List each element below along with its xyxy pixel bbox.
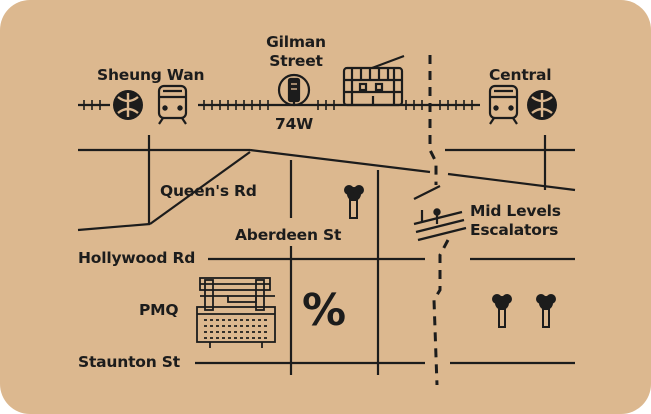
street-label-staunton-st: Staunton St	[78, 353, 180, 371]
percent-symbol-landmark: %	[302, 285, 346, 336]
pmq-building-icon	[196, 277, 276, 348]
metro-train-icon	[488, 84, 519, 125]
mtr-logo-icon	[527, 90, 557, 120]
tram-stop-label-line2: Street	[269, 52, 323, 70]
tram-stop-number: 74W	[275, 115, 314, 133]
tram-stop-icon	[277, 73, 311, 107]
tree-icon	[536, 294, 556, 328]
tram-icon	[342, 54, 405, 107]
landmark-label-mid-levels-line2: Escalators	[470, 221, 559, 239]
street-label-queens-rd: Queen's Rd	[160, 182, 257, 200]
escalator-icon	[413, 185, 467, 242]
street-network	[77, 135, 576, 375]
tram-line	[78, 100, 480, 110]
street-label-hollywood-rd: Hollywood Rd	[78, 249, 196, 267]
station-label-sheung-wan: Sheung Wan	[97, 66, 205, 84]
escalator-path	[428, 55, 450, 386]
street-label-aberdeen-st: Aberdeen St	[235, 226, 342, 244]
tram-stop-label-line1: Gilman	[266, 33, 326, 51]
tree-icon	[344, 185, 364, 219]
landmark-label-pmq: PMQ	[139, 301, 179, 319]
metro-train-icon	[157, 84, 188, 125]
mtr-logo-icon	[113, 90, 143, 120]
tree-icon	[492, 294, 512, 328]
landmark-label-mid-levels-line1: Mid Levels	[470, 202, 561, 220]
station-label-central: Central	[489, 66, 552, 84]
